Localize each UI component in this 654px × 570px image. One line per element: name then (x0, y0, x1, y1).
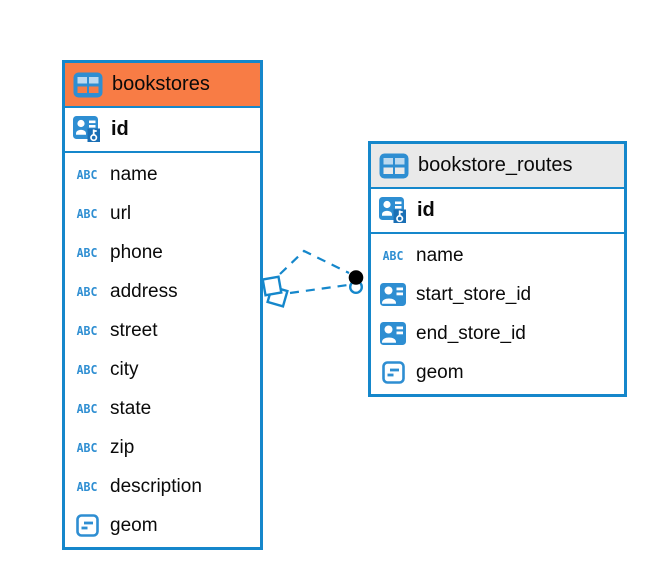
column-row-name[interactable]: ABC name (371, 236, 624, 275)
column-label: description (110, 475, 202, 497)
column-row-street[interactable]: ABC street (65, 311, 260, 350)
column-row-state[interactable]: ABC state (65, 389, 260, 428)
column-row-url[interactable]: ABC url (65, 194, 260, 233)
reference-type-icon (379, 321, 407, 346)
column-row-start_store_id[interactable]: start_store_id (371, 275, 624, 314)
relationship-line-straight[interactable] (289, 283, 349, 295)
column-row-name[interactable]: ABC name (65, 155, 260, 194)
column-row-end_store_id[interactable]: end_store_id (371, 314, 624, 353)
text-type-icon: ABC (76, 401, 98, 416)
column-row-city[interactable]: ABC city (65, 350, 260, 389)
column-label: phone (110, 241, 163, 263)
text-type-icon: ABC (76, 206, 98, 221)
text-type-icon: ABC (382, 248, 404, 263)
column-row-geom[interactable]: geom (65, 506, 260, 545)
text-type-icon: ABC (76, 440, 98, 455)
primary-key-row[interactable]: id (371, 189, 624, 234)
column-label: geom (416, 361, 464, 383)
entity-table-bookstore-routes[interactable]: bookstore_routes id ABC name start_store_… (368, 141, 627, 397)
entity-table-bookstores[interactable]: bookstores id ABC name ABC url ABC phone AB… (62, 60, 263, 550)
primary-key-icon (73, 115, 102, 144)
column-label: address (110, 280, 178, 302)
text-type-icon: ABC (76, 323, 98, 338)
column-label: url (110, 202, 132, 224)
column-row-description[interactable]: ABC description (65, 467, 260, 506)
text-type-icon: ABC (76, 284, 98, 299)
column-row-geom[interactable]: geom (371, 353, 624, 392)
column-row-phone[interactable]: ABC phone (65, 233, 260, 272)
column-label: city (110, 358, 139, 380)
text-type-icon: ABC (76, 362, 98, 377)
text-type-icon: ABC (76, 479, 98, 494)
table-title: bookstore_routes (418, 154, 573, 176)
text-type-icon: ABC (76, 245, 98, 260)
column-label: geom (110, 514, 158, 536)
column-label: name (416, 244, 464, 266)
relationship-line-arched[interactable] (279, 249, 350, 275)
one-end-dot-marker[interactable] (348, 270, 364, 295)
primary-key-row[interactable]: id (65, 108, 260, 153)
column-label: zip (110, 436, 135, 458)
table-title: bookstores (112, 73, 210, 95)
primary-key-label: id (111, 118, 129, 140)
table-icon (379, 153, 409, 179)
text-type-icon: ABC (76, 167, 98, 182)
primary-key-label: id (417, 199, 435, 221)
column-label: street (110, 319, 158, 341)
column-label: state (110, 397, 152, 419)
primary-key-icon (379, 196, 408, 225)
table-icon (73, 72, 103, 98)
column-label: start_store_id (416, 283, 532, 305)
column-row-zip[interactable]: ABC zip (65, 428, 260, 467)
reference-type-icon (379, 282, 407, 307)
geometry-type-icon (73, 514, 101, 537)
column-label: name (110, 163, 158, 185)
column-list: ABC name start_store_id end_store_id geom (371, 234, 624, 394)
column-label: end_store_id (416, 322, 526, 344)
column-list: ABC name ABC url ABC phone ABC address ABC st… (65, 153, 260, 547)
many-end-diamond-marker[interactable] (261, 275, 289, 308)
table-header-bookstores[interactable]: bookstores (65, 63, 260, 108)
column-row-address[interactable]: ABC address (65, 272, 260, 311)
geometry-type-icon (379, 361, 407, 384)
table-header-bookstore-routes[interactable]: bookstore_routes (371, 144, 624, 189)
